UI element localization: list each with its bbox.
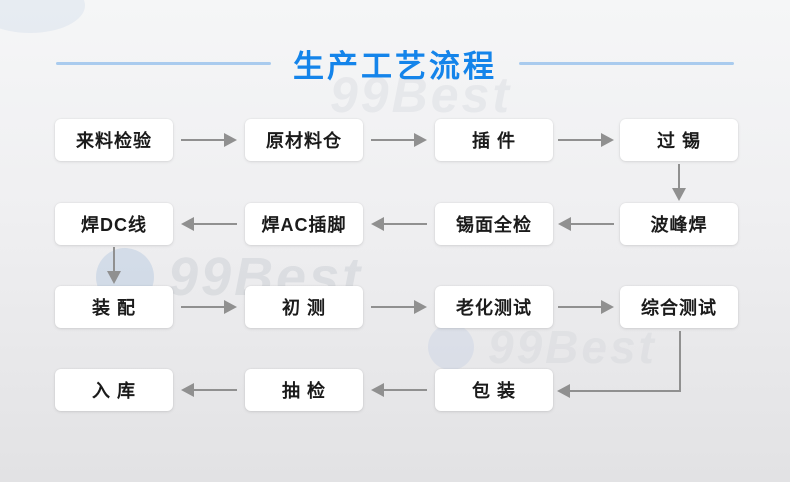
node-comprehensive-test: 综合测试 bbox=[620, 286, 738, 328]
arrow-left-icon bbox=[371, 383, 427, 397]
arrow-right-icon bbox=[181, 133, 237, 147]
arrow-left-icon bbox=[181, 217, 237, 231]
arrow-right-icon bbox=[558, 133, 614, 147]
arrow-right-icon bbox=[558, 300, 614, 314]
node-raw-material-warehouse: 原材料仓 bbox=[245, 119, 363, 161]
node-aging-test: 老化测试 bbox=[435, 286, 553, 328]
node-component-insertion: 插 件 bbox=[435, 119, 553, 161]
watermark: 99Best bbox=[428, 320, 657, 374]
watermark-text: 99Best bbox=[488, 321, 657, 373]
node-ac-pin-soldering: 焊AC插脚 bbox=[245, 203, 363, 245]
arrow-left-icon bbox=[558, 217, 614, 231]
title-divider-left bbox=[56, 61, 271, 65]
header: 生产工艺流程 bbox=[0, 42, 790, 84]
node-solder-surface-inspection: 锡面全检 bbox=[435, 203, 553, 245]
elbow-connector-horizontal bbox=[570, 390, 681, 392]
node-sampling-inspection: 抽 检 bbox=[245, 369, 363, 411]
node-warehousing: 入 库 bbox=[55, 369, 173, 411]
arrow-left-icon bbox=[371, 217, 427, 231]
node-packaging: 包 装 bbox=[435, 369, 553, 411]
arrow-left-icon bbox=[557, 384, 570, 398]
arrow-right-icon bbox=[181, 300, 237, 314]
arrow-right-icon bbox=[371, 300, 427, 314]
node-assembly: 装 配 bbox=[55, 286, 173, 328]
watermark-logo-icon bbox=[428, 324, 474, 370]
arrow-down-icon bbox=[672, 164, 686, 201]
node-tinning: 过 锡 bbox=[620, 119, 738, 161]
node-incoming-material-inspection: 来料检验 bbox=[55, 119, 173, 161]
node-wave-soldering: 波峰焊 bbox=[620, 203, 738, 245]
title-divider-right bbox=[519, 61, 734, 65]
elbow-connector-vertical bbox=[679, 331, 681, 392]
arrow-left-icon bbox=[181, 383, 237, 397]
node-initial-test: 初 测 bbox=[245, 286, 363, 328]
background-blob bbox=[0, 0, 85, 33]
node-dc-wire-soldering: 焊DC线 bbox=[55, 203, 173, 245]
arrow-right-icon bbox=[371, 133, 427, 147]
arrow-down-icon bbox=[107, 247, 121, 284]
page-title: 生产工艺流程 bbox=[293, 48, 497, 84]
